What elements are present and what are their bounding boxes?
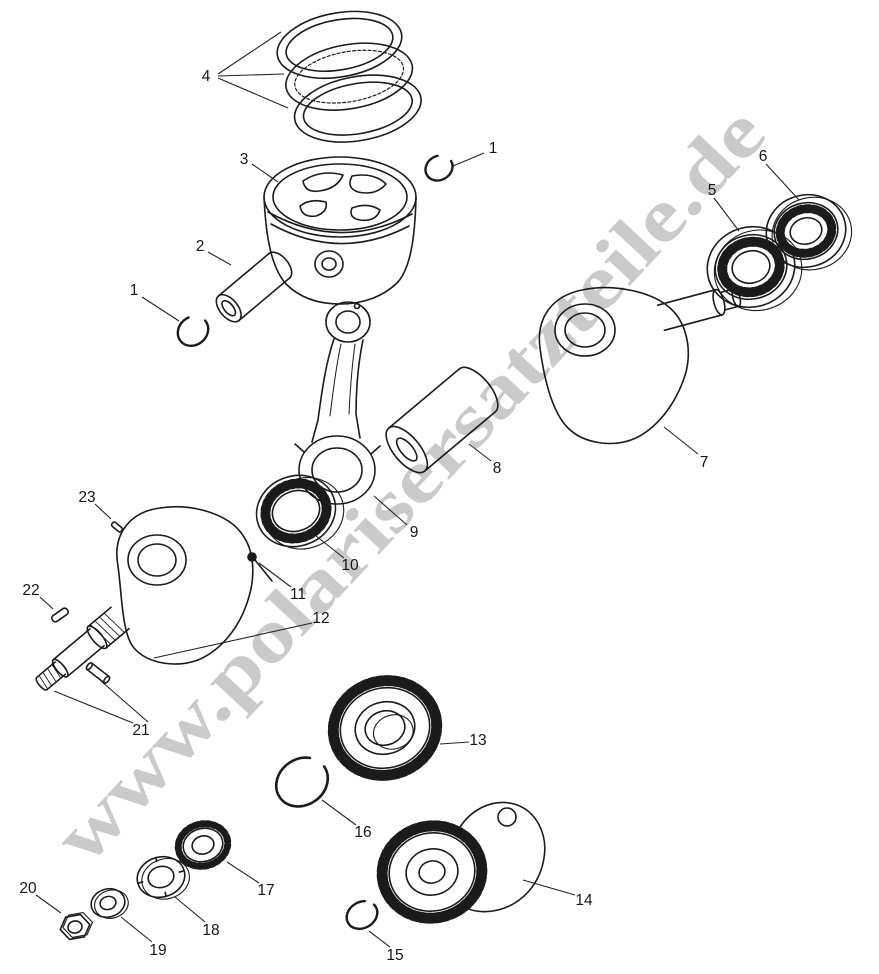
part-balance-gear	[376, 801, 546, 924]
leader-line-18	[174, 896, 206, 923]
leader-line-6	[765, 163, 800, 201]
leader-line-4	[217, 31, 282, 75]
callout-2: 2	[196, 238, 205, 255]
part-retaining-ring	[345, 899, 379, 931]
part-hex-nut	[59, 912, 94, 941]
callout-8: 8	[493, 460, 502, 477]
part-piston-pin	[215, 251, 293, 323]
callout-23: 23	[78, 489, 95, 506]
part-piston-ring-set	[276, 10, 422, 143]
part-gear	[327, 675, 443, 781]
callout-1: 1	[489, 140, 498, 157]
leader-line-9	[373, 495, 408, 526]
callout-15: 15	[386, 947, 403, 964]
leader-line-21	[53, 690, 134, 724]
leader-line-11	[258, 562, 292, 588]
part-needle-bearing	[255, 474, 345, 550]
part-circlip-left	[176, 314, 210, 348]
callout-7: 7	[700, 454, 709, 471]
part-ball	[247, 552, 273, 582]
leader-line-23	[94, 503, 112, 520]
part-snap-ring	[274, 756, 330, 808]
leader-line-12	[153, 622, 313, 659]
part-bearing-outer	[765, 193, 853, 271]
callout-3: 3	[240, 151, 249, 168]
callout-14: 14	[575, 892, 593, 909]
callout-10: 10	[341, 557, 359, 574]
part-lock-nut	[136, 855, 190, 900]
part-crank-half-right	[538, 286, 742, 445]
leader-line-14	[522, 879, 576, 896]
part-connecting-rod	[294, 301, 381, 505]
part-dowel-pin	[85, 662, 111, 684]
leader-line-19	[120, 916, 153, 943]
callout-21: 21	[132, 722, 149, 739]
leader-line-2	[207, 251, 232, 266]
callout-11: 11	[290, 586, 306, 603]
part-key	[50, 607, 70, 623]
leader-line-1	[141, 296, 180, 322]
leader-line-20	[35, 894, 62, 914]
callout-13: 13	[469, 732, 486, 749]
leader-line-15	[368, 930, 391, 948]
leader-line-13	[439, 741, 470, 745]
leader-line-22	[39, 596, 54, 610]
part-pin-small	[110, 521, 124, 533]
callout-18: 18	[202, 922, 219, 939]
part-tab-washer	[174, 820, 232, 870]
leader-line-5	[713, 197, 740, 232]
part-crank-half-left	[35, 506, 254, 691]
callout-6: 6	[759, 148, 768, 165]
callout-20: 20	[19, 880, 37, 897]
callout-19: 19	[149, 942, 166, 959]
callout-9: 9	[410, 524, 419, 541]
leader-line-1	[452, 152, 485, 167]
callout-12: 12	[312, 610, 329, 627]
callout-4: 4	[202, 68, 211, 85]
part-crankpin-roller	[385, 366, 499, 474]
callout-17: 17	[257, 882, 274, 899]
part-circlip-top	[424, 154, 454, 182]
part-piston	[263, 156, 417, 305]
part-washer	[90, 887, 129, 919]
leader-line-4	[217, 77, 289, 109]
callout-1: 1	[130, 282, 139, 299]
callout-5: 5	[708, 182, 717, 199]
leader-line-3	[251, 163, 279, 183]
callout-16: 16	[354, 824, 371, 841]
leader-line-10	[315, 535, 345, 559]
callout-22: 22	[22, 582, 39, 599]
leader-line-4	[217, 73, 285, 77]
leader-line-8	[468, 443, 492, 462]
leader-lines	[35, 31, 800, 948]
leader-line-21	[100, 680, 149, 723]
leader-line-7	[663, 426, 699, 455]
leader-line-16	[321, 799, 357, 826]
leader-line-17	[226, 861, 260, 884]
